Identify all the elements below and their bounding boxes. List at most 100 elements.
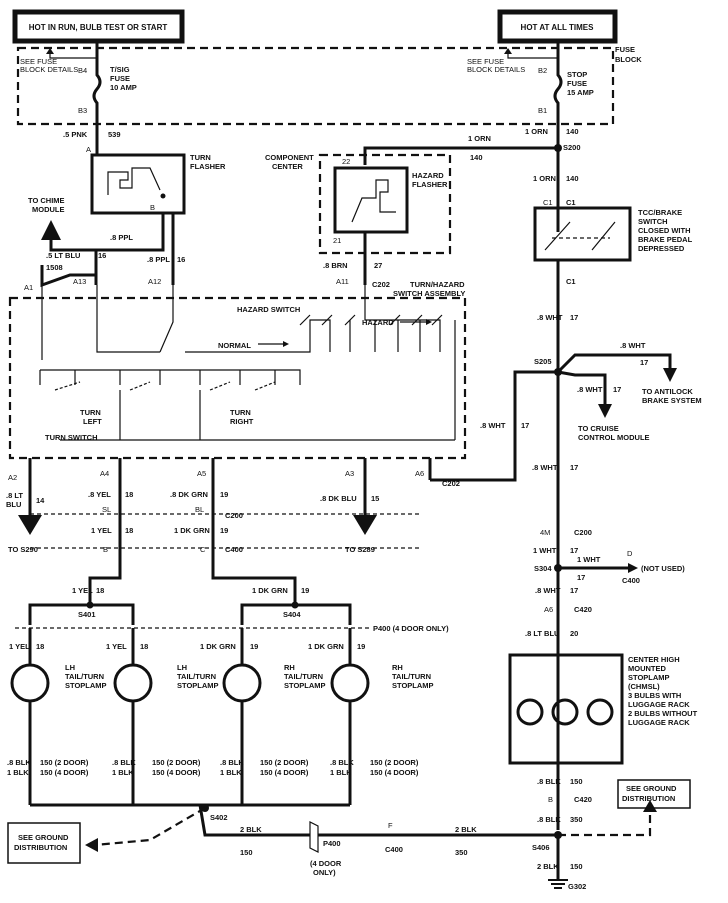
c202-bottom: C202 — [442, 479, 460, 488]
chmsl-gnd-blk: .8 BLK — [537, 777, 561, 786]
to-s289-label: TO S289 — [345, 545, 375, 554]
cruise-arrow-icon — [598, 404, 612, 418]
tcc-brake-switch-box — [533, 206, 632, 262]
rh-label-2: TAIL/TURN — [284, 672, 323, 681]
s205-label: S205 — [534, 357, 552, 366]
ckt-1508: 1508 — [46, 263, 63, 272]
pin-a5: A5 — [197, 469, 206, 478]
door-label: (4 DOOR — [310, 859, 342, 868]
gnd-150-2d-2: 150 (2 DOOR) — [152, 758, 201, 767]
wire-chime — [49, 213, 165, 252]
chmsl-gnd-blk-2: .8 BLK — [537, 815, 561, 824]
turn-hazard-switch-outline — [8, 296, 467, 460]
chmsl-label-6: LUGGAGE RACK — [628, 700, 690, 709]
lamp-dkgrn-1: 1 DK GRN — [200, 642, 236, 651]
wht-label-e: .8 WHT — [532, 463, 558, 472]
ckt150-label: 150 — [240, 848, 253, 857]
gnd-150-2d-1: 150 (2 DOOR) — [40, 758, 89, 767]
gnd-150-2d-4: 150 (2 DOOR) — [370, 758, 419, 767]
ppl-ckt: 16 — [177, 255, 185, 264]
gnd-blk8-1: .8 BLK — [7, 758, 31, 767]
s289-arrow-icon — [353, 515, 377, 535]
wht-label-d: .8 WHT — [480, 421, 506, 430]
pin-bl: BL — [195, 505, 204, 514]
header-right-text: HOT AT ALL TIMES — [521, 23, 595, 32]
turn-flasher-label: TURN — [190, 153, 211, 162]
wht-label-c: .8 WHT — [577, 385, 603, 394]
stop-fuse-amp: 15 AMP — [567, 88, 594, 97]
wire-yel-to-s401 — [28, 548, 122, 625]
lh-label-2: TAIL/TURN — [65, 672, 104, 681]
c420-pin: A6 — [544, 605, 553, 614]
rh-label-3: STOPLAMP — [284, 681, 326, 690]
pin-a2: A2 — [8, 473, 17, 482]
wht-ckt-e: 17 — [570, 463, 578, 472]
c1-top: C1 — [566, 198, 576, 207]
stop-fuse-label: STOP — [567, 70, 587, 79]
rh2-label-2: TAIL/TURN — [392, 672, 431, 681]
hazard-switch-contacts — [39, 285, 456, 441]
gnd-blk8-4: .8 BLK — [330, 758, 354, 767]
lamp-dkgrn-2: 1 DK GRN — [308, 642, 344, 651]
wire-to-antilock — [556, 353, 672, 374]
lamp-rh-inner — [222, 628, 262, 805]
yel1-label-2: 1 YEL — [72, 586, 93, 595]
c200-left: C200 — [225, 511, 243, 520]
see-fuse-left-2: BLOCK DETAILS — [20, 65, 78, 74]
hazard-pin-22: 22 — [342, 157, 350, 166]
turn-left-label: TURN — [80, 408, 101, 417]
ltblu-ckt: 16 — [98, 251, 106, 260]
fuse-block-label-2: BLOCK — [615, 55, 642, 64]
ppl-label-2: .8 PPL — [147, 255, 170, 264]
s401-label: S401 — [78, 610, 96, 619]
door-label-2: ONLY) — [313, 868, 336, 877]
gnd-150-4d-4: 150 (4 DOOR) — [370, 768, 419, 777]
wht-ckt-b: 17 — [640, 358, 648, 367]
lamp-yel-1: 1 YEL — [9, 642, 30, 651]
ckt19-b: 19 — [220, 526, 228, 535]
ckt19-c: 19 — [301, 586, 309, 595]
chmsl-label-4: (CHMSL) — [628, 682, 660, 691]
pin-b1: B1 — [538, 106, 547, 115]
lamp-ckt19-2: 19 — [357, 642, 365, 651]
gnd-blk1-1: 1 BLK — [7, 768, 29, 777]
gnd-blk8-2: .8 BLK — [112, 758, 136, 767]
gnd-blk1-4: 1 BLK — [330, 768, 352, 777]
ltblu20-ckt: 20 — [570, 629, 578, 638]
pin-f: F — [388, 821, 393, 830]
tcc-label-3: CLOSED WITH — [638, 226, 691, 235]
s404-label: S404 — [283, 610, 301, 619]
p400-label: P400 (4 DOOR ONLY) — [373, 624, 449, 633]
wire-pnk-label: .5 PNK — [63, 130, 88, 139]
wht-ckt-a: 17 — [570, 313, 578, 322]
turn-switch-label: TURN SWITCH — [45, 433, 98, 442]
s402-label: S402 — [210, 813, 228, 822]
hazard-pin-21: 21 — [333, 236, 341, 245]
turn-left-label-2: LEFT — [83, 417, 102, 426]
lh2-label-3: STOPLAMP — [177, 681, 219, 690]
lamp-lh-outer — [10, 628, 50, 805]
ckt14: 14 — [36, 496, 45, 505]
ground-dist-right — [558, 810, 652, 837]
pin-b4: B4 — [78, 66, 87, 75]
see-fuse-right-2: BLOCK DETAILS — [467, 65, 525, 74]
turn-flasher-box — [90, 153, 186, 215]
assembly-label-2: SWITCH ASSEMBLY — [393, 289, 465, 298]
ltblu-label: .5 LT BLU — [46, 251, 80, 260]
pin-a6: A6 — [415, 469, 424, 478]
pin-sl: SL — [102, 505, 111, 514]
pin-a11: A11 — [336, 277, 349, 286]
splice-s401 — [86, 601, 94, 609]
lh2-label-1: LH — [177, 663, 187, 672]
wht1-ckt-a: 17 — [570, 546, 578, 555]
ground-icon — [548, 879, 568, 889]
turn-flasher-element — [107, 167, 161, 195]
see-ground-right-box — [617, 779, 691, 809]
chmsl-label-5: 3 BULBS WITH — [628, 691, 681, 700]
gnd-150-4d-1: 150 (4 DOOR) — [40, 768, 89, 777]
lamp-rh-outer — [330, 628, 370, 805]
lh-label-1: LH — [65, 663, 75, 672]
pin-a1: A1 — [24, 283, 33, 292]
dkgrn1-label-2: 1 DK GRN — [252, 586, 288, 595]
